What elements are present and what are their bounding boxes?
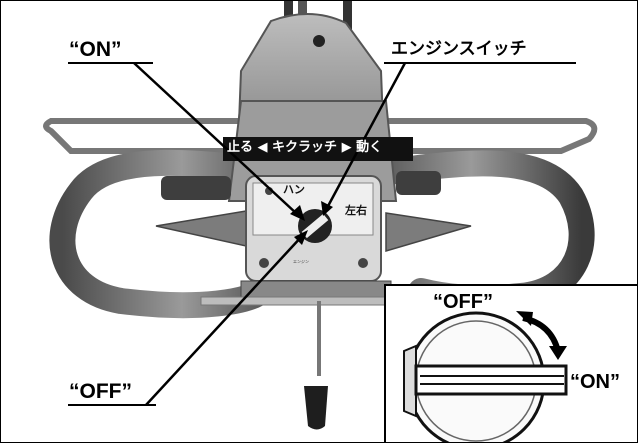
- svg-text:エンジン: エンジン: [293, 259, 309, 264]
- handle-label: ハン: [283, 183, 305, 196]
- fin-left: [155, 210, 247, 247]
- left-right-label: 左右: [345, 204, 367, 217]
- lever-grip: [304, 386, 328, 430]
- callout-on: “ON”: [69, 38, 122, 61]
- rod-right: [343, 1, 352, 41]
- clutch-label: 止る ◀ キクラッチ ▶ 動く: [227, 140, 383, 155]
- callout-engine-switch: エンジンスイッチ: [391, 39, 527, 59]
- callout-off: “OFF”: [69, 380, 132, 403]
- fin-right: [385, 212, 472, 253]
- switch-lever: [414, 364, 568, 396]
- inset-on-label: “ON”: [570, 371, 620, 393]
- inset-off-label: “OFF”: [433, 291, 493, 313]
- clutch-label-band: [223, 137, 413, 161]
- engine-switch-leader: [325, 62, 407, 209]
- switch-detail-drawing: [403, 311, 568, 442]
- on-leader: [133, 62, 298, 215]
- guard-rail: [43, 118, 598, 154]
- off-leader: [145, 234, 304, 406]
- switch-detail-inset: “OFF” “ON”: [384, 284, 637, 442]
